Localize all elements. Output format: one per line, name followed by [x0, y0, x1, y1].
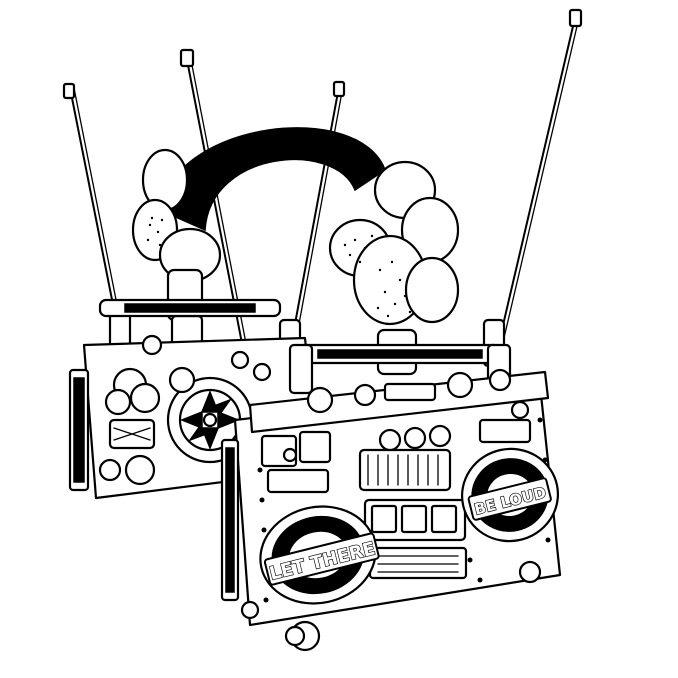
center-controls [358, 424, 468, 580]
antennas [62, 8, 583, 396]
front-boombox: LET THERE BE LOUD [220, 343, 562, 652]
